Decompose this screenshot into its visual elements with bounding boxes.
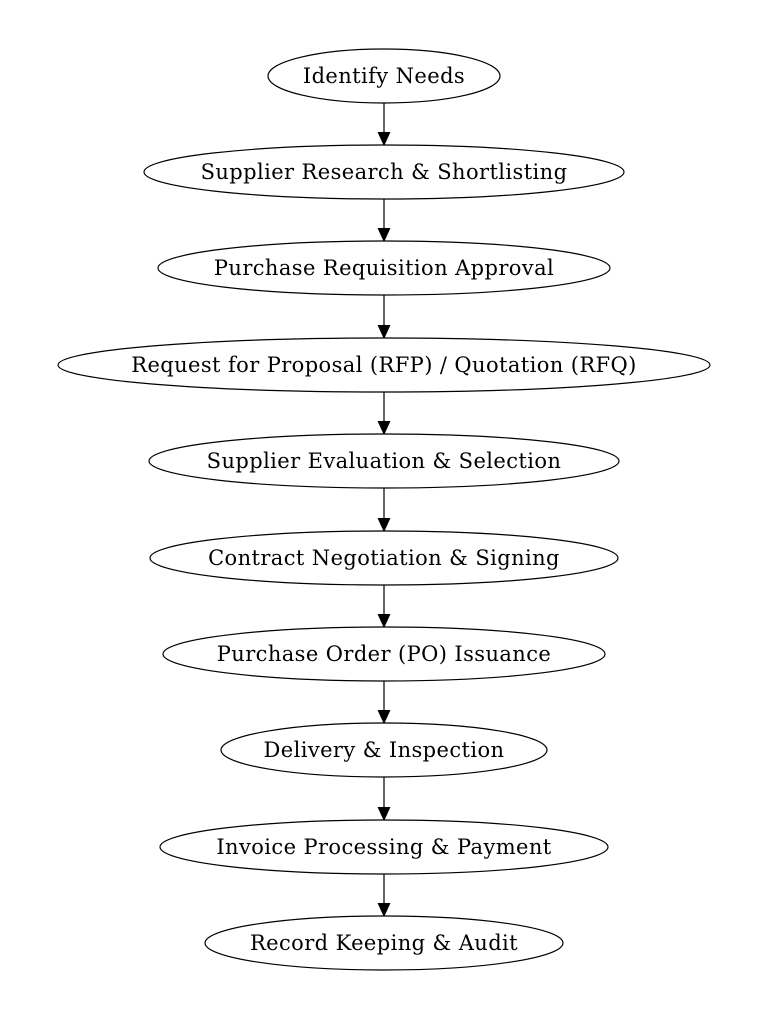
node-label: Purchase Order (PO) Issuance [217, 642, 551, 666]
edge-supplier-research-to-requisition-approval [377, 199, 391, 243]
node-label: Contract Negotiation & Signing [208, 546, 560, 570]
arrowhead-icon [377, 228, 391, 243]
edge-requisition-approval-to-rfp-rfq [377, 295, 391, 340]
ellipse-shape [149, 530, 619, 586]
ellipse-shape [57, 337, 711, 393]
node-label: Identify Needs [303, 64, 465, 88]
ellipse-shape [157, 240, 611, 296]
ellipse-shape [159, 819, 609, 875]
edge-po-issuance-to-delivery-inspection [377, 681, 391, 725]
arrowhead-icon [377, 710, 391, 725]
ellipse-shape [148, 433, 620, 489]
ellipse-shape [162, 626, 606, 682]
node-label: Delivery & Inspection [264, 738, 505, 762]
node-supplier-research-shortlisting: Supplier Research & Shortlisting [143, 144, 625, 200]
edge-contract-negotiation-to-po-issuance [377, 585, 391, 629]
node-label: Supplier Evaluation & Selection [207, 449, 562, 473]
ellipse-shape [204, 915, 564, 971]
node-label: Request for Proposal (RFP) / Quotation (… [131, 353, 637, 377]
edge-invoice-processing-to-record-keeping [377, 874, 391, 918]
edge-identify-needs-to-supplier-research [377, 103, 391, 147]
arrowhead-icon [377, 421, 391, 436]
node-label: Supplier Research & Shortlisting [201, 160, 568, 184]
node-label: Purchase Requisition Approval [214, 256, 554, 280]
arrowhead-icon [377, 903, 391, 918]
edge-supplier-evaluation-to-contract-negotiation [377, 488, 391, 533]
node-delivery-inspection: Delivery & Inspection [220, 722, 548, 778]
arrowhead-icon [377, 518, 391, 533]
node-record-keeping-audit: Record Keeping & Audit [204, 915, 564, 971]
arrowhead-icon [377, 807, 391, 822]
arrowhead-icon [377, 325, 391, 340]
arrowhead-icon [377, 614, 391, 629]
node-purchase-order-issuance: Purchase Order (PO) Issuance [162, 626, 606, 682]
node-supplier-evaluation-selection: Supplier Evaluation & Selection [148, 433, 620, 489]
ellipse-shape [143, 144, 625, 200]
edge-delivery-inspection-to-invoice-processing [377, 777, 391, 822]
node-identify-needs: Identify Needs [267, 48, 501, 104]
node-purchase-requisition-approval: Purchase Requisition Approval [157, 240, 611, 296]
node-label: Invoice Processing & Payment [216, 835, 551, 859]
arrowhead-icon [377, 132, 391, 147]
node-label: Record Keeping & Audit [250, 931, 518, 955]
node-contract-negotiation-signing: Contract Negotiation & Signing [149, 530, 619, 586]
node-invoice-processing-payment: Invoice Processing & Payment [159, 819, 609, 875]
node-rfp-rfq: Request for Proposal (RFP) / Quotation (… [57, 337, 711, 393]
ellipse-shape [267, 48, 501, 104]
edge-rfp-rfq-to-supplier-evaluation [377, 392, 391, 436]
ellipse-shape [220, 722, 548, 778]
